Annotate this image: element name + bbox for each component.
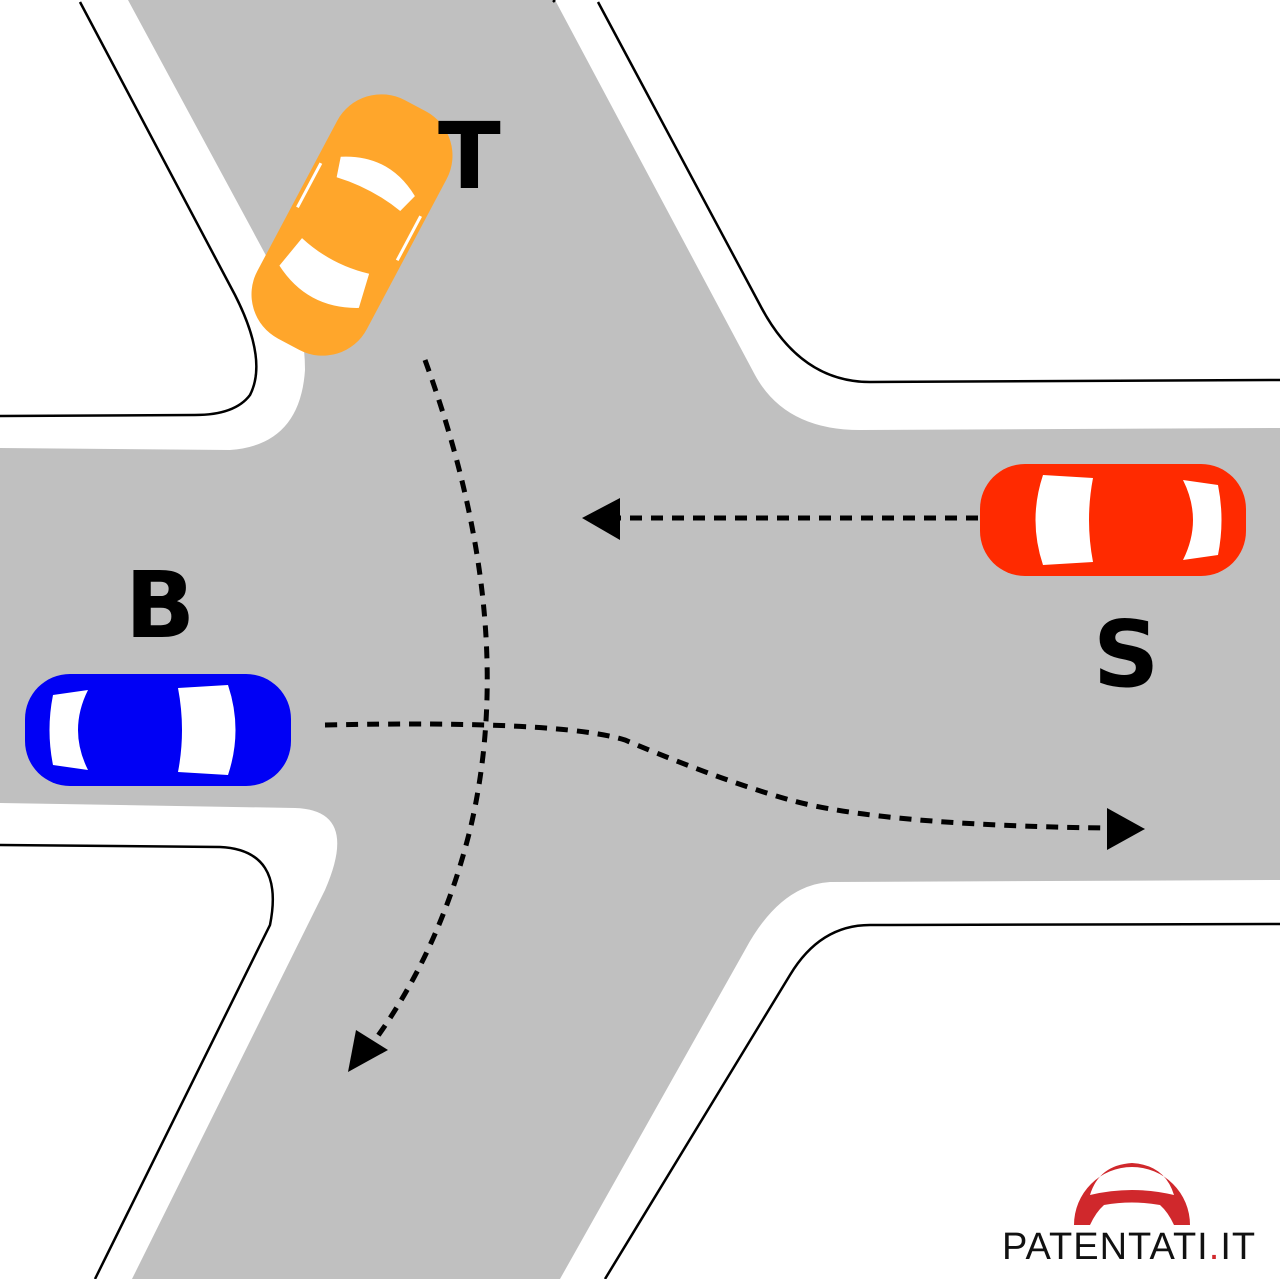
patentati-logo: PATENTATI.IT [1002, 1163, 1256, 1268]
car-b [25, 674, 291, 786]
label-b: B [125, 552, 195, 659]
label-s: S [1093, 601, 1159, 708]
svg-text:PATENTATI.IT: PATENTATI.IT [1002, 1226, 1256, 1268]
label-t: T [438, 103, 501, 210]
car-s [980, 464, 1246, 576]
